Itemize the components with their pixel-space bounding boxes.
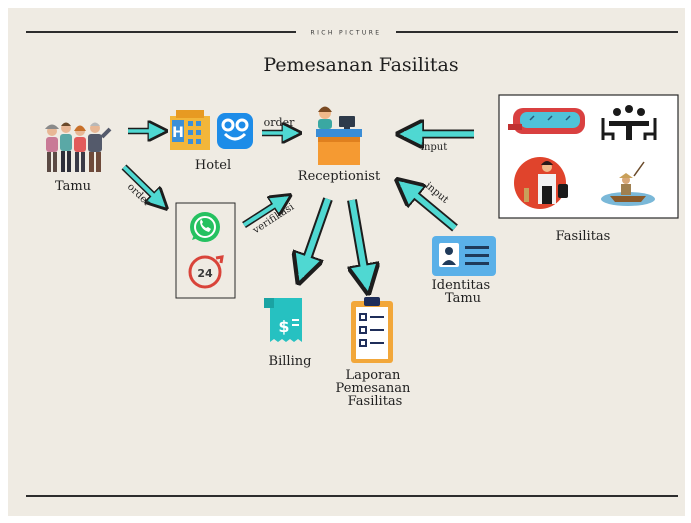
booking-app-icon xyxy=(217,113,253,149)
svg-text:H: H xyxy=(172,125,184,141)
node-label-billing: Billing xyxy=(269,354,312,369)
header-rule: RICH PICTURE xyxy=(26,30,678,37)
diagram-title: Pemesanan Fasilitas xyxy=(263,54,458,76)
diagram-background xyxy=(8,8,685,516)
node-label-laporan: Laporan Pemesanan Fasilitas xyxy=(336,368,415,409)
node-label-hotel: Hotel xyxy=(195,158,231,173)
whatsapp-icon xyxy=(190,212,220,242)
node-label-fasilitas: Fasilitas xyxy=(556,229,611,244)
receptionist-desk-icon xyxy=(316,106,362,165)
id-card-icon xyxy=(432,236,496,276)
billing-receipt-icon: $ xyxy=(264,298,302,342)
arrows xyxy=(121,131,474,286)
contact-channels-box: 24 xyxy=(175,202,236,299)
edge-label-hotel-order: order xyxy=(264,116,295,129)
svg-text:24: 24 xyxy=(197,267,213,280)
restaurant-waiter-icon xyxy=(514,157,568,209)
meeting-room-icon xyxy=(601,105,657,140)
node-label-identitas: Identitas Tamu xyxy=(432,278,495,306)
report-clipboard-icon xyxy=(351,297,393,363)
edge-label-fasilitas-input: input xyxy=(421,142,448,153)
node-label-receptionist: Receptionist xyxy=(298,169,381,184)
service-24h-icon: 24 xyxy=(188,255,224,289)
arrow-tamu-to-contact xyxy=(121,164,163,205)
guests-group-icon xyxy=(45,122,112,172)
arrow-contact-to-receptionist xyxy=(242,198,286,228)
facilities-box xyxy=(498,94,679,219)
hotel-building-icon: H xyxy=(170,110,210,150)
header-tag: RICH PICTURE xyxy=(311,30,382,37)
arrow-identitas-to-receptionist xyxy=(402,184,458,232)
node-label-tamu: Tamu xyxy=(55,179,91,194)
boat-tour-icon xyxy=(601,161,655,206)
swimming-pool-icon xyxy=(508,108,585,134)
arrow-receptionist-to-billing xyxy=(301,197,333,276)
arrow-receptionist-to-laporan xyxy=(347,199,367,286)
svg-text:$: $ xyxy=(278,317,289,336)
